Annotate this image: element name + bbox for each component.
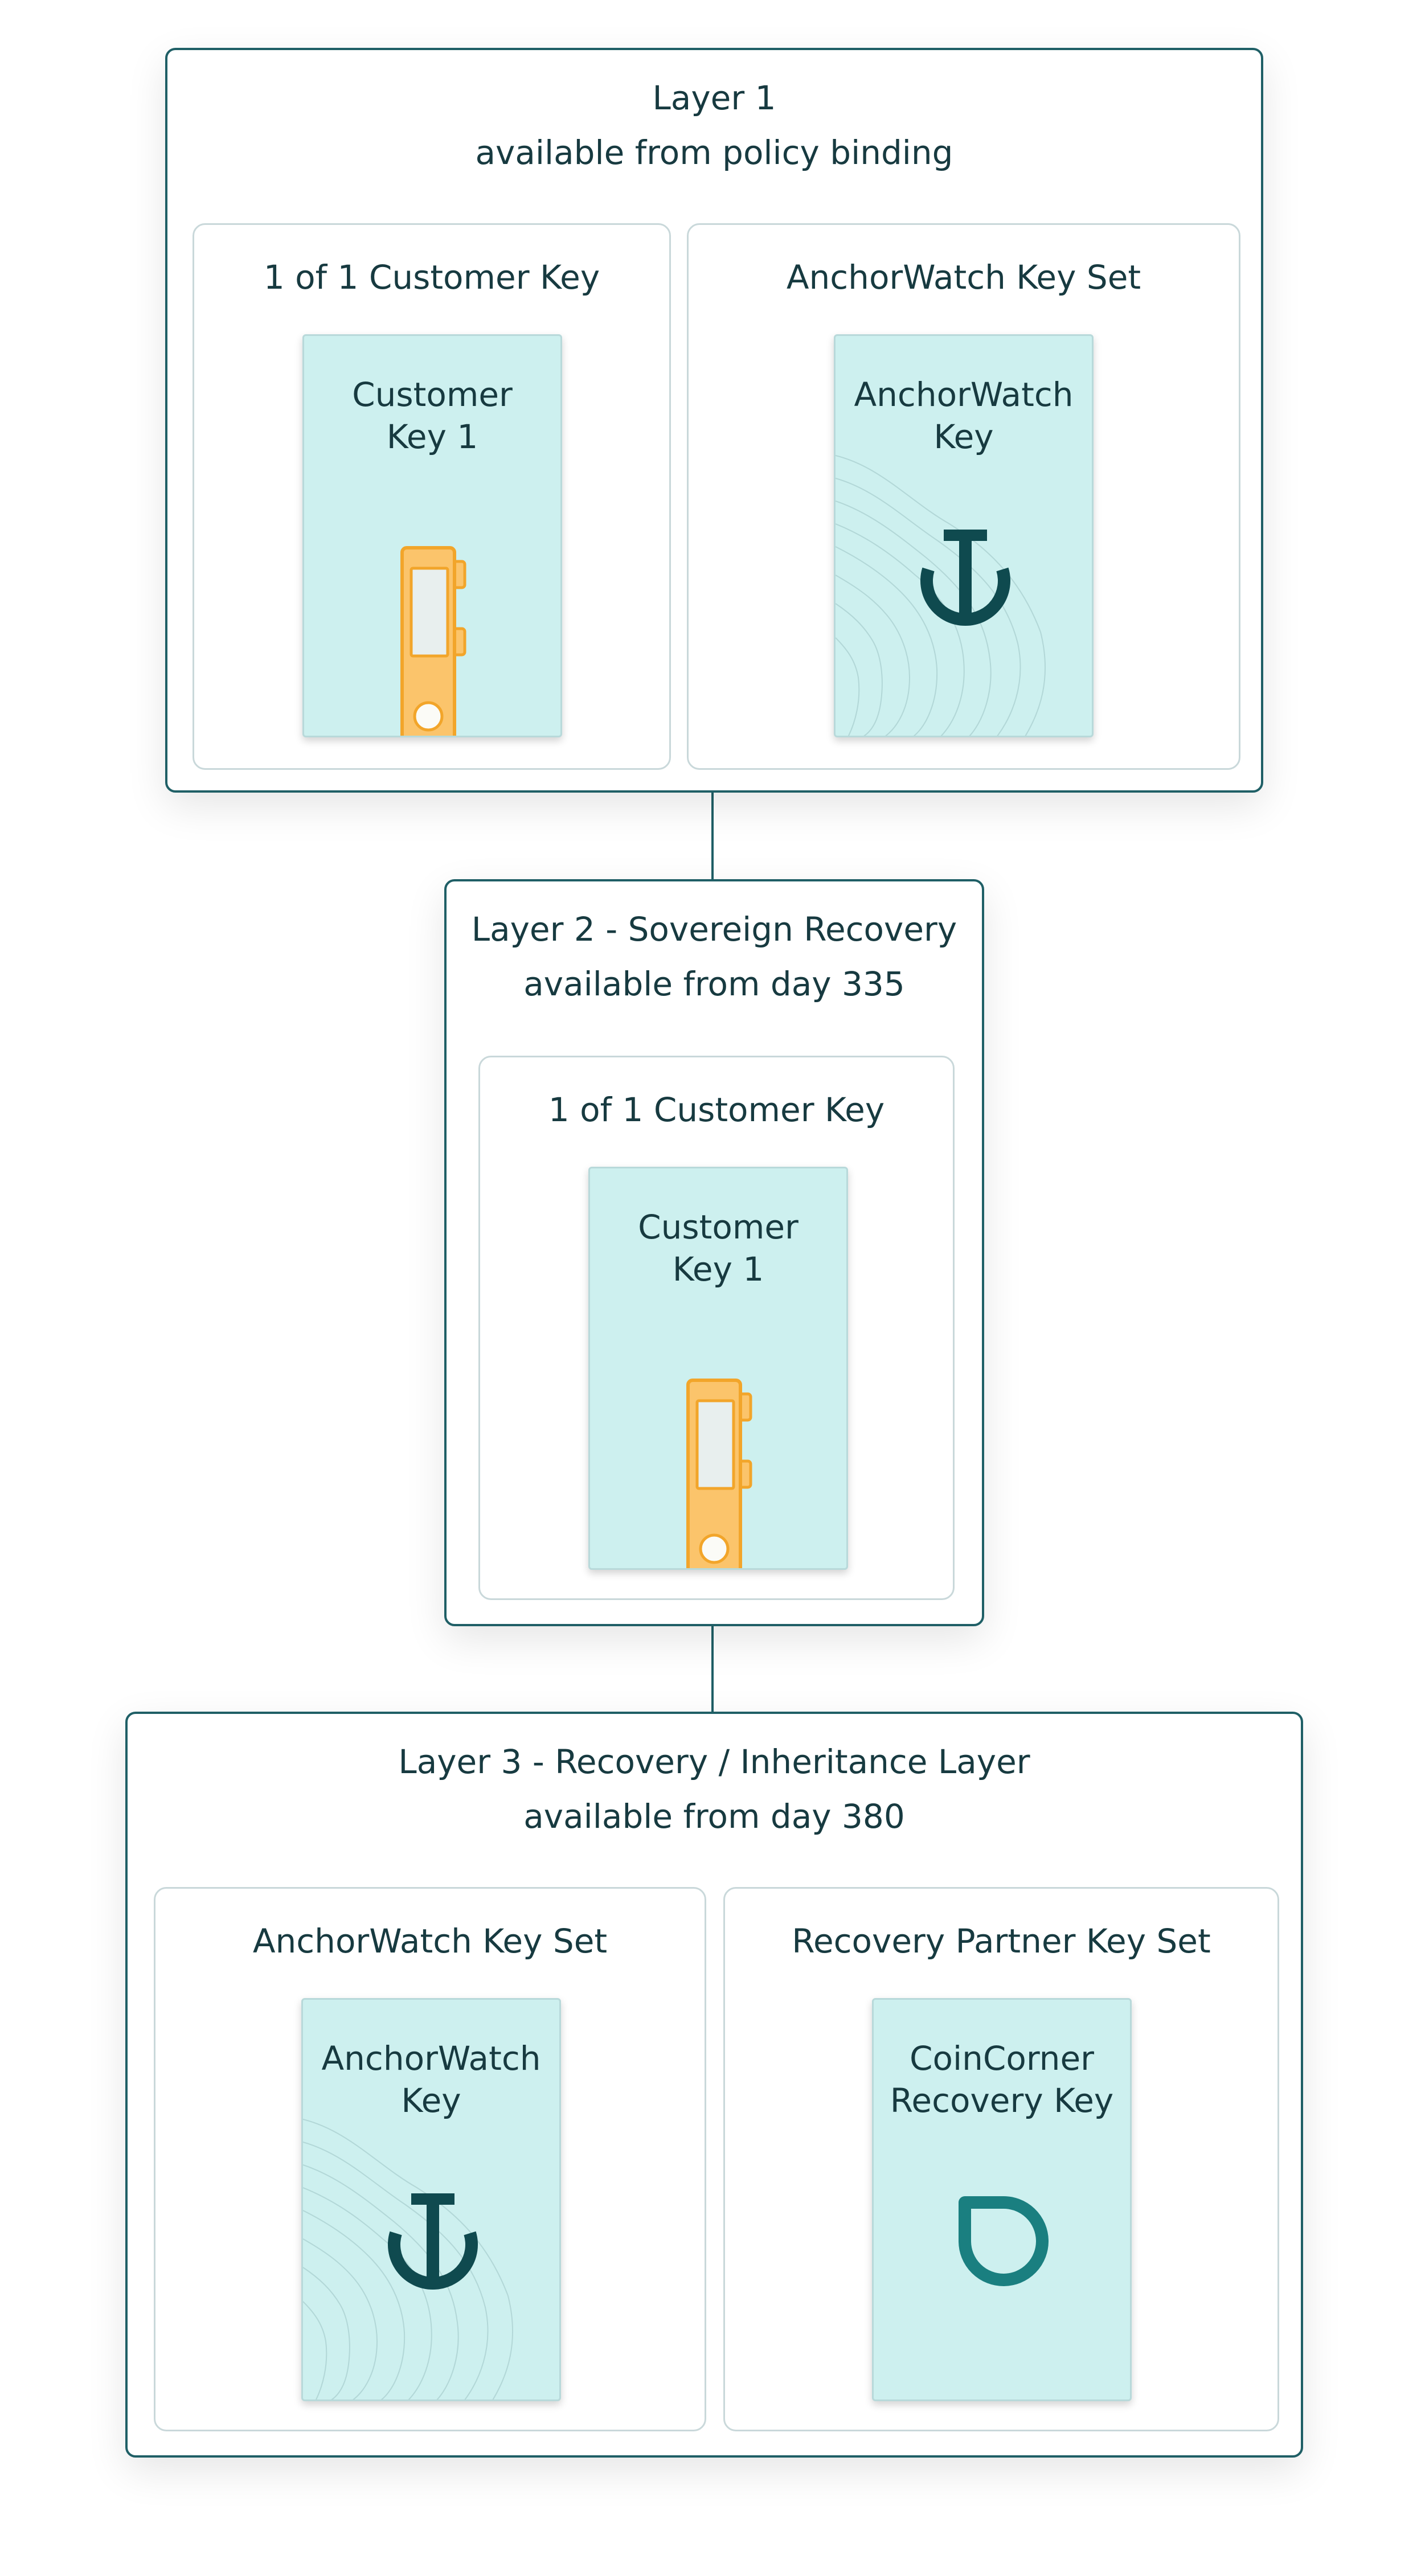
anchorwatch-logo-icon [388, 2193, 478, 2290]
key-card-customer-key-1: Customer Key 1 [588, 1167, 848, 1570]
layer-1-availability: available from policy binding [475, 133, 953, 172]
key-set-anchorwatch: AnchorWatch Key Set AnchorWatch Key [154, 1887, 706, 2431]
key-card-anchorwatch-key: AnchorWatch Key [834, 334, 1094, 737]
key-card-label: AnchorWatch Key [854, 375, 1074, 456]
coincorner-logo-icon [959, 2196, 1049, 2286]
key-set-title: 1 of 1 Customer Key [263, 258, 600, 297]
key-set-recovery-partner: Recovery Partner Key Set CoinCorner Reco… [723, 1887, 1279, 2431]
key-card-label: AnchorWatch Key [321, 2039, 541, 2120]
anchorwatch-logo-icon [920, 530, 1010, 626]
key-card-label: Customer Key 1 [638, 1208, 799, 1289]
connector-layer1-layer2 [711, 793, 714, 879]
connector-layer2-layer3 [711, 1626, 714, 1712]
key-set-title: Recovery Partner Key Set [792, 1922, 1211, 1960]
key-set-customer: 1 of 1 Customer Key Customer Key 1 [193, 223, 671, 770]
key-card-anchorwatch-key: AnchorWatch Key [301, 1998, 561, 2401]
layer-1-title: Layer 1 [652, 79, 776, 117]
layer-3-availability: available from day 380 [523, 1797, 905, 1836]
layer-3: Layer 3 - Recovery / Inheritance Layer a… [125, 1712, 1303, 2458]
layer-2-availability: available from day 335 [523, 965, 905, 1003]
key-set-title: 1 of 1 Customer Key [548, 1090, 885, 1129]
key-set-title: AnchorWatch Key Set [786, 258, 1141, 297]
layer-1: Layer 1 available from policy binding 1 … [165, 48, 1263, 793]
key-card-label: Customer Key 1 [352, 375, 513, 456]
layer-3-title: Layer 3 - Recovery / Inheritance Layer [398, 1742, 1030, 1781]
key-set-anchorwatch: AnchorWatch Key Set AnchorWatch Key [687, 223, 1240, 770]
layer-2-title: Layer 2 - Sovereign Recovery [471, 910, 957, 949]
hardware-wallet-icon [400, 546, 466, 736]
key-set-customer: 1 of 1 Customer Key Customer Key 1 [478, 1056, 955, 1600]
hardware-wallet-icon [686, 1379, 752, 1568]
layer-2: Layer 2 - Sovereign Recovery available f… [444, 879, 984, 1626]
key-card-coincorner-recovery-key: CoinCorner Recovery Key [872, 1998, 1132, 2401]
key-card-customer-key-1: Customer Key 1 [302, 334, 562, 737]
key-set-title: AnchorWatch Key Set [252, 1922, 608, 1960]
key-card-label: CoinCorner Recovery Key [890, 2039, 1114, 2120]
